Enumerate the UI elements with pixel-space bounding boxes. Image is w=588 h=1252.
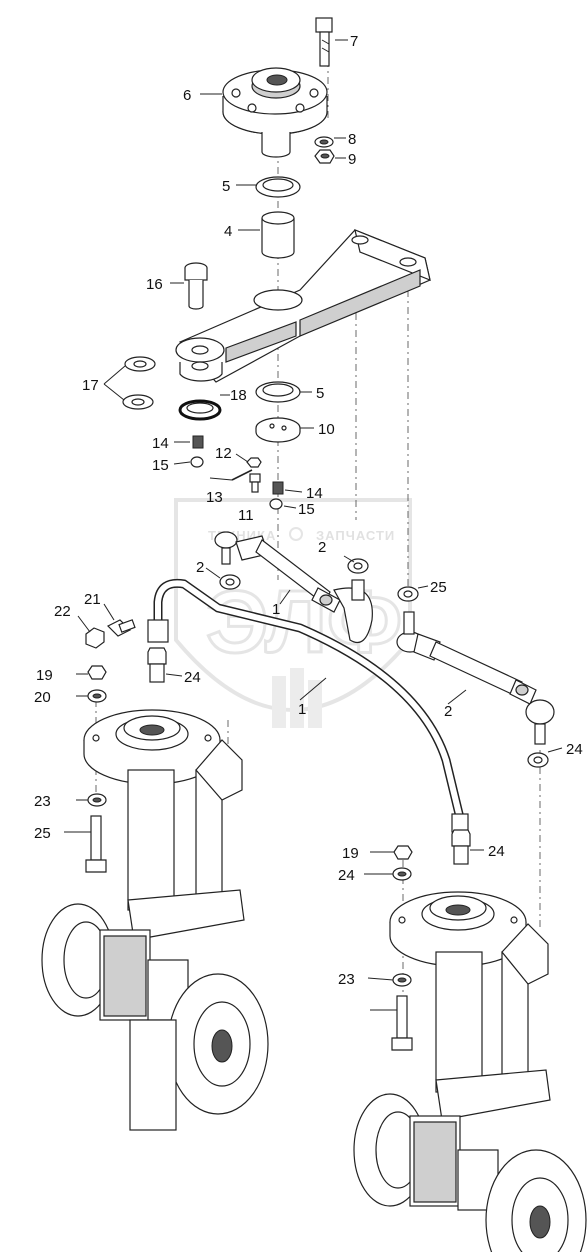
watermark-columns [272,668,322,728]
washer-24-left-top [87,689,107,703]
callout-2-a: 2 [196,559,204,576]
callout-11: 11 [238,507,254,524]
callout-25-right: 19 [342,845,359,862]
watermark: ТЕХНИКА ЗАПЧАСТИ ЭЛФ [174,498,412,728]
grease-fitting-14-right [272,481,284,495]
callout-1-lower: 2 [444,703,452,720]
gear-icon [289,527,303,541]
nut-9 [314,149,335,164]
callout-labels: 7 6 8 9 5 4 16 17 18 5 10 14 12 15 13 14… [34,33,583,988]
cotter-pin-13 [231,469,253,481]
washer-2-a [219,574,241,590]
washer-2-b [347,558,369,574]
callout-16: 16 [146,276,163,293]
bolt-7 [315,17,333,67]
bolt-23-left [85,815,107,873]
callout-17: 17 [82,377,99,394]
callout-24-left-bottom: 23 [34,793,51,810]
callout-4: 4 [224,223,232,240]
cap-15-left [190,456,204,468]
callout-24-right-top: 24 [338,867,355,884]
callout-19-left: 24 [184,669,201,686]
callout-2-b: 2 [318,539,326,556]
adapter-19-left [147,647,167,683]
cap-15-right [269,498,283,510]
axle-hub-right [353,891,587,1252]
callout-20: 1 [298,701,306,718]
grease-fitting-14-left [192,435,204,449]
nut-25-right [393,845,413,860]
flange-6 [222,67,328,158]
washer-2-d [527,752,549,768]
callout-13: 13 [206,489,223,506]
ring-5-upper [255,176,301,198]
callout-15-left: 15 [152,457,169,474]
callout-19-right: 24 [488,843,505,860]
fitting-21 [106,619,136,637]
tie-rod-1-upper [214,531,373,644]
seal-18 [178,399,222,421]
steering-arm [175,229,431,383]
nut-22 [85,627,105,649]
adapter-19-right [451,829,471,865]
washer-8 [314,136,334,148]
washer-24-right-bottom [392,973,412,987]
washers-17 [122,356,156,410]
washer-24-left-bottom [87,793,107,807]
callout-24-right-bottom: 23 [338,971,355,988]
washer-2-c [397,586,419,602]
leader-lines [64,39,563,1011]
nut-12 [246,457,262,468]
bolt-11 [249,473,261,493]
watermark-text-right: ЗАПЧАСТИ [316,528,395,543]
ring-5-lower [255,381,301,403]
bolt-23-right [391,995,413,1051]
callout-23-left: 25 [34,825,51,842]
callout-14-right: 14 [306,485,323,502]
callout-5-lower: 5 [316,385,324,402]
callout-22: 22 [54,603,71,620]
nut-25-left [87,665,107,680]
callout-9: 9 [348,151,356,168]
callout-7: 7 [350,33,358,50]
callout-18: 18 [230,387,247,404]
callout-8: 8 [348,131,356,148]
callout-12: 12 [215,445,232,462]
axle-hub-left [41,709,269,1131]
callout-5-upper: 5 [222,178,230,195]
hose-20 [147,578,469,833]
callout-1-upper: 1 [272,601,280,618]
bushing-4 [261,211,295,259]
callout-25-left: 19 [36,667,53,684]
callout-10: 10 [318,421,335,438]
callout-2-c: 25 [430,579,447,596]
callout-6: 6 [183,87,191,104]
callout-2-d: 24 [566,741,583,758]
pin-16 [184,262,208,310]
tie-rod-1-lower [396,611,555,745]
callout-21: 21 [84,591,101,608]
washer-24-right-top [392,867,412,881]
callout-15-right: 15 [298,501,315,518]
callout-24-left-top: 20 [34,689,51,706]
plate-10 [255,417,301,443]
callout-14-left: 14 [152,435,169,452]
